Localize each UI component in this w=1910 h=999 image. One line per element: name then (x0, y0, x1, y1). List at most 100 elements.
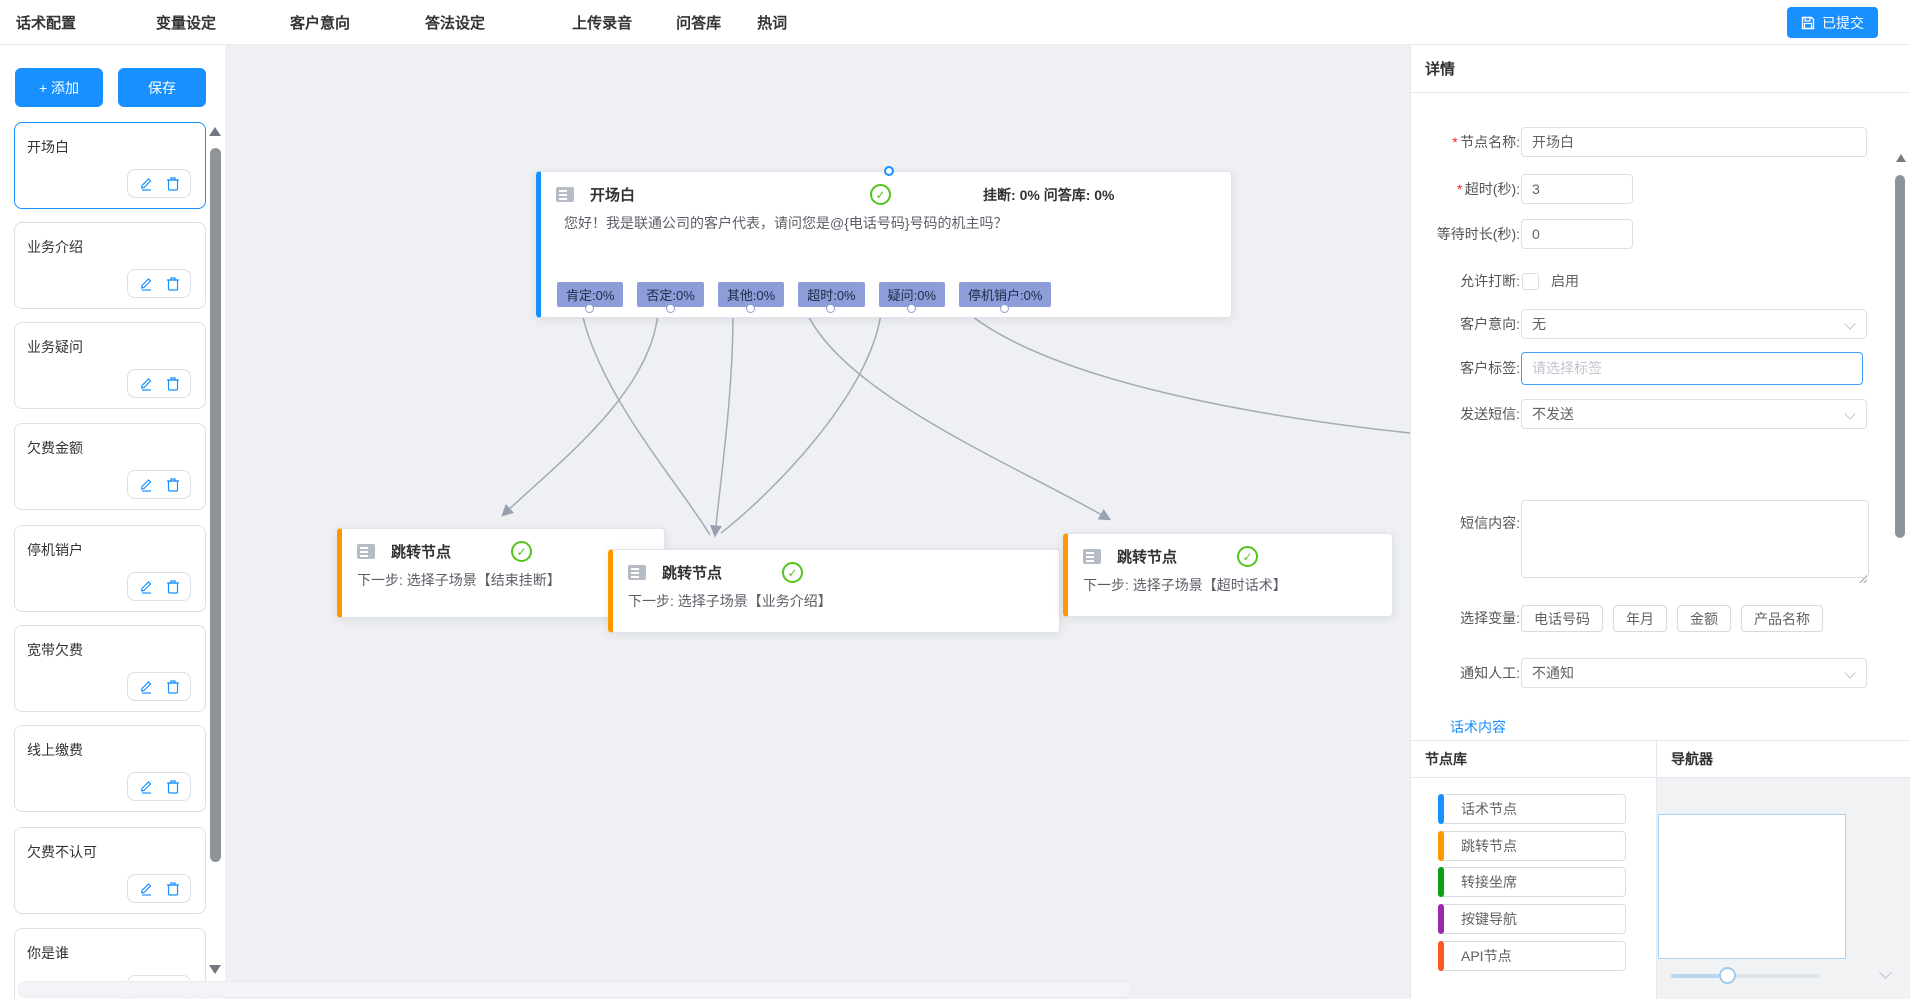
flow-node-jump-intro[interactable]: 跳转节点 ✓ 下一步: 选择子场景【业务介绍】 (608, 549, 1060, 633)
scene-card-suspend-cancel[interactable]: 停机销户 (14, 525, 206, 612)
delete-icon[interactable] (166, 176, 180, 191)
nav-item-customer-intent[interactable]: 客户意向 (290, 14, 351, 32)
top-nav: 话术配置 变量设定 客户意向 答法设定 上传录音 问答库 热词 已提交 (0, 0, 1910, 45)
branch-output-port[interactable] (1000, 304, 1010, 313)
scene-card-broadband-arrears[interactable]: 宽带欠费 (14, 625, 206, 712)
branch-tag-question[interactable]: 疑问:0% (878, 282, 946, 313)
library-color-bar (1438, 904, 1444, 934)
nav-item-script-config[interactable]: 话术配置 (16, 14, 77, 32)
chevron-down-icon (1844, 408, 1856, 420)
scene-card-business-intro[interactable]: 业务介绍 (14, 222, 206, 309)
script-node-icon (556, 187, 574, 202)
library-item-key-navigation[interactable]: 按键导航 (1438, 904, 1626, 934)
allow-interrupt-checkbox[interactable] (1522, 273, 1539, 290)
check-circle-icon: ✓ (870, 184, 892, 205)
nav-item-answer-setting[interactable]: 答法设定 (425, 14, 486, 32)
library-item-api-node[interactable]: API节点 (1438, 941, 1626, 971)
scroll-up-arrow-icon[interactable] (209, 127, 221, 136)
send-sms-select[interactable]: 不发送 (1521, 399, 1867, 429)
jump-node-icon (357, 544, 375, 559)
edit-icon[interactable] (139, 779, 154, 794)
scene-card-business-question[interactable]: 业务疑问 (14, 322, 206, 409)
node-name-input[interactable] (1521, 127, 1867, 157)
sms-content-textarea[interactable] (1521, 500, 1869, 578)
nav-item-upload-audio[interactable]: 上传录音 (572, 14, 633, 32)
branch-output-port[interactable] (746, 304, 756, 313)
delete-icon[interactable] (166, 276, 180, 291)
branch-tag-other[interactable]: 其他:0% (717, 282, 785, 313)
navigator-minimap[interactable] (1658, 814, 1846, 959)
flow-canvas[interactable]: 开场白 ✓ 挂断: 0% 问答库: 0% 您好！我是联通公司的客户代表，请问您是… (225, 45, 1410, 999)
variable-chip-yearmonth[interactable]: 年月 (1613, 605, 1667, 632)
scene-card-title: 停机销户 (27, 542, 83, 558)
delete-icon[interactable] (166, 579, 180, 594)
branch-output-port[interactable] (826, 304, 836, 313)
edit-icon[interactable] (139, 579, 154, 594)
edit-icon[interactable] (139, 276, 154, 291)
scene-card-online-payment[interactable]: 线上缴费 (14, 725, 206, 812)
branch-tag-affirm[interactable]: 肯定:0% (557, 282, 624, 313)
node-next-step: 下一步: 选择子场景【结束挂断】 (357, 572, 561, 588)
edit-icon[interactable] (139, 176, 154, 191)
delete-icon[interactable] (166, 779, 180, 794)
scene-card-opening[interactable]: 开场白 (14, 122, 206, 209)
details-scrollbar-thumb[interactable] (1895, 175, 1905, 538)
wait-duration-input[interactable] (1521, 219, 1633, 249)
submit-button[interactable]: 已提交 (1787, 7, 1878, 38)
delete-icon[interactable] (166, 477, 180, 492)
edit-icon[interactable] (139, 376, 154, 391)
nav-item-qa-library[interactable]: 问答库 (676, 14, 722, 32)
variable-chip-phone[interactable]: 电话号码 (1521, 605, 1603, 632)
notify-agent-select[interactable]: 不通知 (1521, 658, 1867, 688)
zoom-slider[interactable] (1671, 967, 1821, 984)
nav-item-variable-setting[interactable]: 变量设定 (156, 14, 217, 32)
variable-chip-product[interactable]: 产品名称 (1741, 605, 1823, 632)
branch-tag-suspend[interactable]: 停机销户:0% (959, 282, 1052, 313)
edit-icon[interactable] (139, 679, 154, 694)
scene-card-arrears-amount[interactable]: 欠费金额 (14, 423, 206, 510)
node-library-panel: 节点库 话术节点 跳转节点 转接坐席 按键导航 API节点 (1411, 741, 1657, 999)
scrollbar-thumb[interactable] (210, 148, 221, 862)
scroll-up-arrow-icon[interactable] (1896, 154, 1906, 162)
horizontal-scrollbar[interactable] (18, 981, 1132, 998)
customer-intent-select[interactable]: 无 (1521, 309, 1867, 339)
flow-node-jump-timeout[interactable]: 跳转节点 ✓ 下一步: 选择子场景【超时话术】 (1063, 533, 1393, 617)
nav-item-hotwords[interactable]: 热词 (757, 14, 788, 32)
library-item-script-node[interactable]: 话术节点 (1438, 794, 1626, 824)
save-scene-button[interactable]: 保存 (118, 68, 206, 107)
branch-tag-deny[interactable]: 否定:0% (637, 282, 704, 313)
scroll-down-arrow-icon[interactable] (209, 965, 221, 974)
details-panel: 详情 *节点名称: *超时(秒): 等待时长(秒): 允许打断: 启用 客户意向… (1410, 45, 1910, 740)
timeout-input[interactable] (1521, 174, 1633, 204)
edit-icon[interactable] (139, 477, 154, 492)
branch-output-port[interactable] (665, 304, 675, 313)
node-name-label: *节点名称: (1451, 134, 1520, 150)
delete-icon[interactable] (166, 376, 180, 391)
details-panel-title: 详情 (1411, 45, 1910, 93)
sidebar-scrollbar[interactable] (208, 115, 223, 999)
notify-agent-label: 通知人工: (1460, 665, 1520, 681)
branch-output-port[interactable] (585, 304, 595, 313)
edit-icon[interactable] (139, 881, 154, 896)
script-content-link[interactable]: 话术内容 (1450, 719, 1506, 735)
delete-icon[interactable] (166, 881, 180, 896)
delete-icon[interactable] (166, 679, 180, 694)
variable-chip-amount[interactable]: 金额 (1677, 605, 1731, 632)
flow-node-opening[interactable]: 开场白 ✓ 挂断: 0% 问答库: 0% 您好！我是联通公司的客户代表，请问您是… (536, 166, 1232, 318)
branch-tag-timeout[interactable]: 超时:0% (798, 282, 865, 313)
zoom-slider-handle[interactable] (1719, 967, 1736, 984)
add-scene-button[interactable]: + 添加 (15, 68, 103, 107)
chevron-down-icon[interactable] (1879, 966, 1892, 979)
node-input-port[interactable] (884, 166, 894, 176)
details-form: *节点名称: *超时(秒): 等待时长(秒): 允许打断: 启用 客户意向: 无 (1411, 93, 1910, 739)
customer-tag-input[interactable] (1521, 352, 1863, 385)
scene-card-arrears-denied[interactable]: 欠费不认可 (14, 827, 206, 914)
library-item-transfer-agent[interactable]: 转接坐席 (1438, 867, 1626, 897)
library-item-jump-node[interactable]: 跳转节点 (1438, 831, 1626, 861)
library-color-bar (1438, 831, 1444, 861)
card-actions (127, 772, 191, 801)
branch-output-port[interactable] (906, 304, 916, 313)
node-header: 开场白 ✓ 挂断: 0% 问答库: 0% (541, 172, 1231, 205)
scene-card-title: 宽带欠费 (27, 642, 83, 658)
